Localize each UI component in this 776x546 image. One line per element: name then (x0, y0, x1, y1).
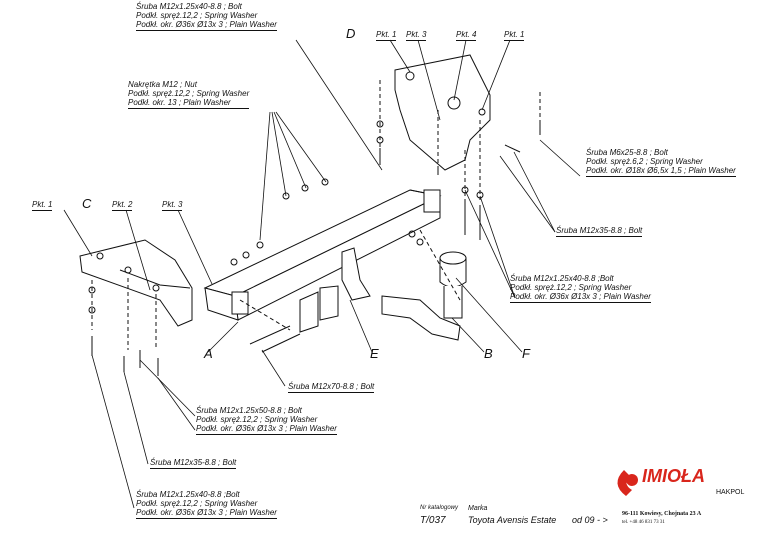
part-letter-c: C (82, 196, 92, 211)
bracket-c (79, 239, 193, 327)
m12x35-left-callout: Śruba M12x35-8.8 ; Bolt (150, 458, 237, 469)
catalog-number: T/037 (420, 515, 446, 526)
vehicle-years: od 09 - > (572, 515, 608, 525)
catalog-label: Nr katalogowy (420, 505, 459, 511)
callout-line: Podkł. okr. Ø36x Ø13x 3 ; Plain Washer (510, 292, 651, 301)
m12x70-callout: Śruba M12x70-8.8 ; Bolt (288, 382, 375, 393)
callout-line: Nakrętka M12 ; Nut (128, 80, 197, 89)
callout-line: Podkł. spręż.12,2 ; Spring Washer (510, 283, 632, 292)
part-letter-d: D (346, 26, 356, 41)
vehicle-name: Toyota Avensis Estate (468, 515, 557, 525)
top-bolt-callout: Śruba M12x1.25x40-8.8 ; Bolt Podkł. sprę… (136, 2, 277, 31)
part-letter-e: E (370, 346, 379, 361)
part-letter-f: F (522, 346, 530, 361)
company-sub: HAKPOL (716, 489, 745, 496)
pkt3-left-label: Pkt. 3 (162, 200, 183, 211)
callout-line: Śruba M12x1.25x50-8.8 ; Bolt (196, 406, 302, 415)
tow-ball-b (381, 251, 467, 341)
bottom-bolt-callout: Śruba M12x1.25x40-8.8 ;Bolt Podkł. spręż… (136, 490, 277, 519)
right-bolt-callout: Śruba M12x1.25x40-8.8 ;Bolt Podkł. spręż… (510, 274, 651, 303)
pkt1-left-label: Pkt. 1 (32, 200, 53, 211)
m6-bolt-callout: Śruba M6x25-8.8 ; Bolt Podkł. spręż.6,2 … (586, 148, 736, 177)
callout-line: Podkł. okr. Ø18x Ø6,5x 1,5 ; Plain Washe… (586, 166, 736, 175)
assembly-guide-lines (91, 80, 541, 350)
socket-plate-e (299, 247, 371, 333)
callout-line: Śruba M12x1.25x40-8.8 ;Bolt (136, 490, 240, 499)
callout-line: Podkł. spręż.12,2 ; Spring Washer (196, 415, 318, 424)
pkt2-left-label: Pkt. 2 (112, 200, 133, 211)
callout-line: Śruba M12x1.25x40-8.8 ; Bolt (136, 2, 242, 11)
pkt1-top-label: Pkt. 1 (376, 30, 397, 41)
callout-line: Podkł. spręż.12,2 ; Spring Washer (136, 11, 258, 20)
nut-callout: Nakrętka M12 ; Nut Podkł. spręż.12,2 ; S… (128, 80, 250, 109)
bracket-d (394, 54, 491, 171)
callout-line: Podkł. okr. Ø36x Ø13x 3 ; Plain Washer (196, 424, 337, 433)
callout-leaders (63, 39, 581, 509)
m12x50-callout: Śruba M12x1.25x50-8.8 ; Bolt Podkł. sprę… (196, 406, 337, 435)
callout-line: Podkł. spręż.12,2 ; Spring Washer (136, 499, 258, 508)
callout-line: Podkł. okr. Ø36x Ø13x 3 ; Plain Washer (136, 20, 277, 29)
m12x35-right-callout: Śruba M12x35-8.8 ; Bolt (556, 226, 643, 237)
callout-line: Śruba M12x35-8.8 ; Bolt (556, 226, 643, 235)
callout-line: Podkł. spręż.12,2 ; Spring Washer (128, 89, 250, 98)
callout-line: Śruba M12x35-8.8 ; Bolt (150, 458, 237, 467)
callout-line: Śruba M6x25-8.8 ; Bolt (586, 148, 668, 157)
pkt1-right-label: Pkt. 1 (504, 30, 525, 41)
callout-line: Podkł. okr. 13 ; Plain Washer (128, 98, 231, 107)
crossbar-a (203, 189, 442, 321)
callout-line: Podkł. spręż.6,2 ; Spring Washer (586, 157, 703, 166)
company-phone: tel. +48 46 831 73 31 (622, 520, 665, 525)
callout-line: Podkł. okr. Ø36x Ø13x 3 ; Plain Washer (136, 508, 277, 517)
company-name: IMIOŁA (642, 466, 705, 486)
callout-line: Śruba M12x70-8.8 ; Bolt (288, 382, 375, 391)
brand-label: Marka (468, 505, 488, 512)
company-logo (617, 470, 638, 496)
company-address: 96-111 Kowiesy, Chojnata 23 A (622, 511, 702, 517)
pkt3-top-label: Pkt. 3 (406, 30, 427, 41)
part-letter-b: B (484, 346, 493, 361)
pkt4-top-label: Pkt. 4 (456, 30, 477, 41)
part-letter-a: A (204, 346, 213, 361)
callout-line: Śruba M12x1.25x40-8.8 ;Bolt (510, 274, 614, 283)
